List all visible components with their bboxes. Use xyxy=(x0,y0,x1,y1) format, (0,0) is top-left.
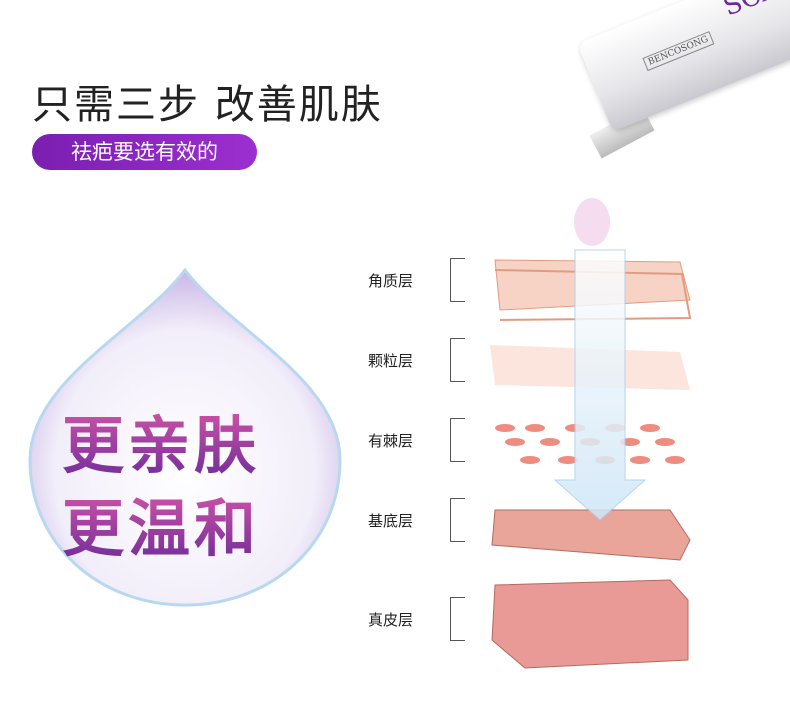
bracket xyxy=(450,498,465,542)
bracket xyxy=(450,258,465,302)
layer-label-corneum: 角质层 xyxy=(368,272,414,290)
layer-label-spinous: 有棘层 xyxy=(368,432,414,450)
layer-label-granular: 颗粒层 xyxy=(368,352,414,370)
slogan-line-2: 更温和 xyxy=(62,478,260,568)
penetration-arrow xyxy=(553,249,647,521)
bracket xyxy=(450,338,465,382)
dermis-layer xyxy=(491,579,689,669)
serum-drop xyxy=(574,198,610,246)
slogan-line-1: 更亲肤 xyxy=(62,395,260,485)
headline: 只需三步 改善肌肤 xyxy=(32,82,383,128)
bracket xyxy=(450,418,465,462)
layer-label-basal: 基底层 xyxy=(368,512,414,530)
water-drop xyxy=(28,267,342,607)
layer-label-dermis: 真皮层 xyxy=(368,611,414,629)
bracket xyxy=(450,597,465,641)
basal-layer xyxy=(491,509,691,561)
tagline-badge: 祛疤要选有效的 xyxy=(32,134,257,170)
